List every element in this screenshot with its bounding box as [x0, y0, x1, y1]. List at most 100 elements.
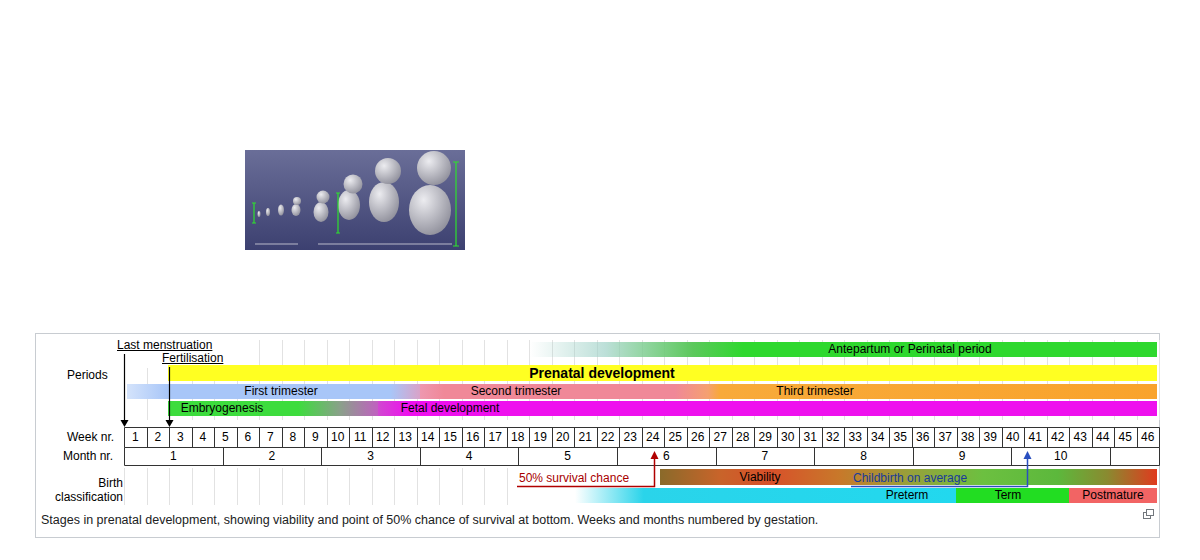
- week-number: 21: [579, 430, 592, 444]
- table-border: [814, 448, 815, 466]
- week-number: 23: [624, 430, 637, 444]
- scale-bar: [336, 193, 340, 233]
- month-number: 9: [959, 449, 966, 463]
- period-band: Third trimester: [720, 384, 1157, 399]
- table-border: [912, 428, 913, 448]
- table-border: [237, 428, 238, 448]
- period-band: Term: [956, 488, 1069, 503]
- table-border: [484, 428, 485, 448]
- table-border: [125, 427, 1160, 428]
- table-border: [1137, 428, 1138, 448]
- week-number: 11: [354, 430, 366, 444]
- week-number: 30: [781, 430, 794, 444]
- table-border: [822, 428, 823, 448]
- table-border: [1002, 428, 1003, 448]
- table-border: [716, 448, 717, 466]
- table-border: [192, 428, 193, 448]
- table-border: [1159, 448, 1160, 466]
- table-border: [214, 428, 215, 448]
- week-number: 18: [511, 430, 524, 444]
- week-number: 46: [1141, 430, 1154, 444]
- week-number: 38: [961, 430, 974, 444]
- grid-line: [237, 468, 238, 505]
- week-number: 36: [916, 430, 929, 444]
- band-label: Postmature: [1082, 488, 1143, 503]
- fetus-figure: [344, 175, 363, 194]
- week-number: 20: [556, 430, 569, 444]
- table-border: [1047, 428, 1048, 448]
- table-border: [1024, 428, 1025, 448]
- scale-bar: [453, 162, 459, 246]
- event-label: Last menstruation: [117, 338, 212, 352]
- embryo-figure: [266, 208, 270, 216]
- table-border: [979, 428, 980, 448]
- week-number: 7: [267, 430, 274, 444]
- timeline-grid: [125, 340, 1160, 505]
- marker-arrowhead: [651, 451, 659, 459]
- marker-line: [169, 367, 170, 421]
- band-label: Fetal development: [401, 401, 500, 416]
- marker-line: [517, 458, 655, 487]
- week-number: 8: [289, 430, 296, 444]
- table-border: [125, 447, 1160, 448]
- month-number: 10: [1054, 449, 1067, 463]
- scale-bar: [252, 203, 256, 223]
- table-border: [321, 448, 322, 466]
- month-number: 5: [564, 449, 571, 463]
- week-number: 45: [1119, 430, 1132, 444]
- week-number: 9: [312, 430, 319, 444]
- band-label: Prenatal development: [529, 365, 675, 381]
- month-number: 6: [663, 449, 670, 463]
- week-number: 33: [849, 430, 862, 444]
- fetus-figure: [338, 190, 360, 220]
- band-label: Term: [995, 488, 1022, 503]
- figure-caption: Stages in prenatal development, showing …: [41, 512, 1131, 528]
- table-border: [327, 428, 328, 448]
- embryo-figure: [258, 211, 261, 217]
- week-number: 6: [244, 430, 251, 444]
- embryo-figure: [293, 197, 301, 205]
- row-header: Week nr.: [67, 430, 114, 444]
- month-number: 4: [466, 449, 473, 463]
- table-border: [799, 428, 800, 448]
- period-band: Preterm: [575, 488, 956, 503]
- week-number: 35: [894, 430, 907, 444]
- table-border: [223, 448, 224, 466]
- band-label: Third trimester: [776, 384, 853, 399]
- marker-arrowhead: [121, 420, 129, 427]
- month-number: 7: [762, 449, 769, 463]
- band-label: Second trimester: [471, 384, 562, 399]
- week-number: 27: [714, 430, 727, 444]
- period-band: First trimester: [127, 384, 420, 399]
- period-band: Embryogenesis: [168, 401, 378, 416]
- table-border: [147, 428, 148, 448]
- week-number: 32: [826, 430, 839, 444]
- grid-line: [192, 468, 193, 505]
- grid-line: [214, 468, 215, 505]
- grid-line: [349, 468, 350, 505]
- table-border: [574, 428, 575, 448]
- table-border: [304, 428, 305, 448]
- week-number: 44: [1096, 430, 1109, 444]
- table-border: [934, 428, 935, 448]
- grid-line: [327, 468, 328, 505]
- week-number: 39: [984, 430, 997, 444]
- row-header: Periods: [67, 368, 108, 382]
- period-band: Prenatal development: [168, 365, 1157, 381]
- week-number: 17: [489, 430, 502, 444]
- fetus-figure: [369, 182, 399, 222]
- table-border: [462, 428, 463, 448]
- table-border: [394, 428, 395, 448]
- grid-line: [417, 468, 418, 505]
- embryo-figure: [314, 202, 329, 222]
- embryo-figure: [278, 205, 284, 216]
- table-border: [754, 428, 755, 448]
- week-number: 19: [534, 430, 547, 444]
- table-border: [913, 448, 914, 466]
- band-label: First trimester: [244, 384, 317, 399]
- week-number: 10: [331, 430, 344, 444]
- table-border: [420, 448, 421, 466]
- grid-line: [439, 468, 440, 505]
- period-band: Antepartum or Perinatal period: [530, 342, 1157, 357]
